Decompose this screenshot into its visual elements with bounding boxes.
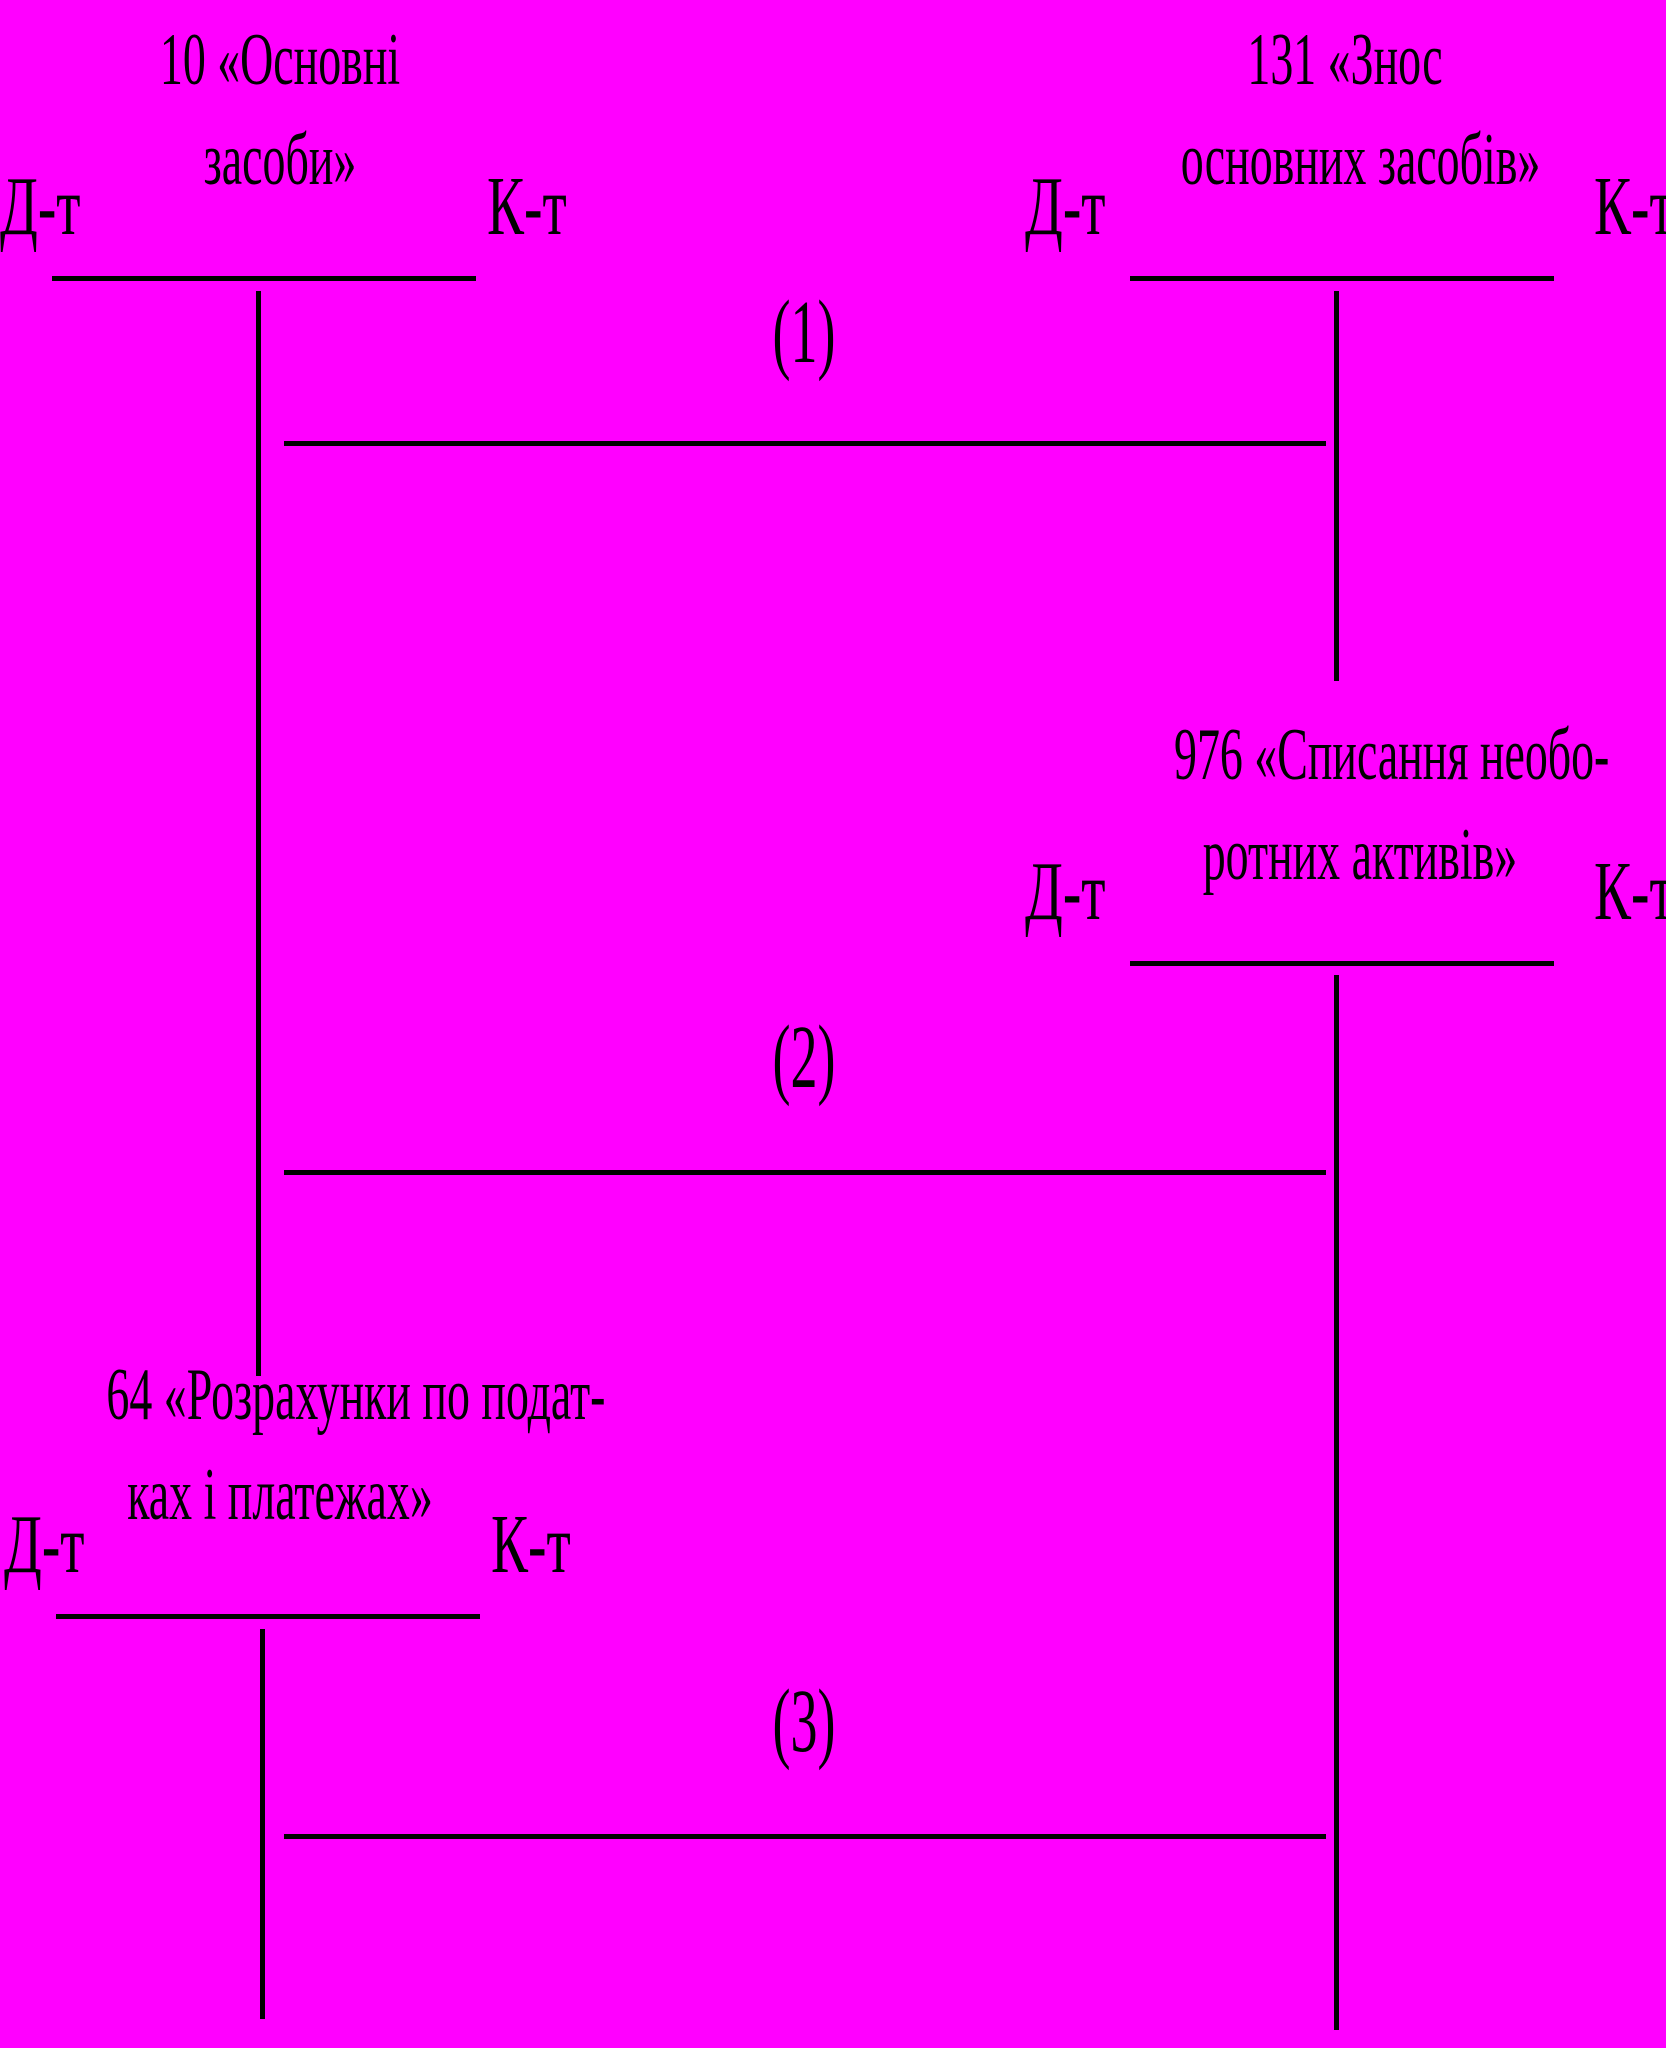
account-64-title-line2: ках і платежах» xyxy=(127,1454,433,1536)
account-976-header-line xyxy=(1130,961,1554,966)
entry-2-label: (2) xyxy=(772,1008,836,1107)
entry-1-label: (1) xyxy=(772,283,836,382)
account-976-debit-label: Д-т xyxy=(1025,845,1106,938)
account-976-title-line2: ротних активів» xyxy=(1202,814,1518,896)
account-64-title: 64 «Розрахунки по подат- ках і платежах» xyxy=(106,1345,606,1545)
account-131-title-line1: 131 «Знос xyxy=(1247,19,1443,101)
account-64-header-line xyxy=(56,1614,480,1619)
account-976-title-line1: 976 «Списання необо- xyxy=(1174,714,1610,796)
account-64-debit-label: Д-т xyxy=(4,1498,85,1591)
account-131-title-line2: основних засобів» xyxy=(1180,119,1541,201)
account-10-title-line2: засоби» xyxy=(203,119,357,201)
account-976-divider xyxy=(1334,975,1339,2030)
account-131-divider xyxy=(1334,291,1339,681)
account-10-divider xyxy=(256,291,261,1376)
entry-2-line xyxy=(284,1170,1326,1175)
entry-3-line xyxy=(284,1834,1326,1839)
account-64-title-line1: 64 «Розрахунки по подат- xyxy=(106,1354,606,1436)
entry-3-label: (3) xyxy=(772,1672,836,1771)
entry-1-line xyxy=(284,441,1326,446)
account-64-divider xyxy=(260,1629,265,2019)
account-976-credit-label: К-т xyxy=(1594,845,1666,938)
account-10-header-line xyxy=(52,276,476,281)
account-131-title: 131 «Знос основних засобів» xyxy=(1180,10,1541,210)
account-131-credit-label: К-т xyxy=(1594,160,1666,253)
account-976-title: 976 «Списання необо- ротних активів» xyxy=(1174,705,1610,905)
account-131-header-line xyxy=(1130,276,1554,281)
account-131-debit-label: Д-т xyxy=(1025,160,1106,253)
account-10-debit-label: Д-т xyxy=(0,160,81,253)
account-64-credit-label: К-т xyxy=(491,1498,571,1591)
account-10-title-line1: 10 «Основні xyxy=(159,19,401,101)
account-10-title: 10 «Основні засоби» xyxy=(125,10,435,210)
account-10-credit-label: К-т xyxy=(487,160,567,253)
